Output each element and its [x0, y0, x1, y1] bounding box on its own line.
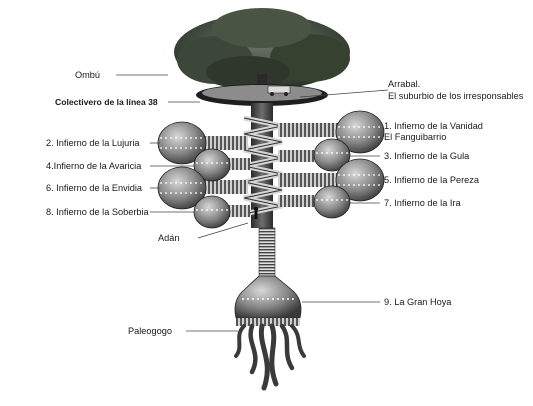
arrabal-disc [196, 84, 328, 106]
label-adan: Adán [158, 233, 179, 243]
paleogogo-tentacles [234, 323, 306, 391]
gran-hoya-bulb [234, 275, 302, 326]
label-paleogogo: Paleogogo [128, 326, 172, 336]
label-inf2: 2. Infierno de la Lujuria [46, 138, 140, 148]
label-colectivero: Colectivero de la línea 38 [55, 97, 158, 107]
orb-inf7 [313, 185, 351, 219]
orb-inf3 [313, 138, 351, 172]
label-inf5: 5. Infierno de la Pereza [384, 175, 480, 185]
label-inf7: 7. Infierno de la Ira [384, 198, 461, 208]
label-inf6: 6. Infierno de la Envidia [46, 183, 143, 193]
label-inf3: 3. Infierno de la Gula [384, 151, 470, 161]
label-hoya: 9. La Gran Hoya [384, 297, 452, 307]
orb-inf6 [157, 166, 207, 210]
orb-inf2 [157, 121, 207, 165]
label-inf8: 8. Infierno de la Soberbia [46, 207, 150, 217]
label-suburbio: El suburbio de los irresponsables [388, 91, 524, 101]
ombu-tree [174, 8, 350, 92]
orb-inf8 [193, 195, 231, 229]
orb-inf1 [335, 110, 385, 154]
orb-connectors [198, 123, 344, 217]
label-arrabal: Arrabal. [388, 79, 420, 89]
label-inf4: 4.Infierno de la Avaricia [46, 161, 142, 171]
label-inf1a: 1. Infierno de la Vanidad [384, 121, 483, 131]
label-ombu: Ombú [75, 70, 100, 80]
leader-lines [116, 74, 389, 332]
lower-shaft [258, 227, 276, 277]
label-inf1b: El Fanguibarrio [384, 132, 446, 142]
orb-inf4 [193, 148, 231, 182]
adan-figure [253, 206, 259, 219]
